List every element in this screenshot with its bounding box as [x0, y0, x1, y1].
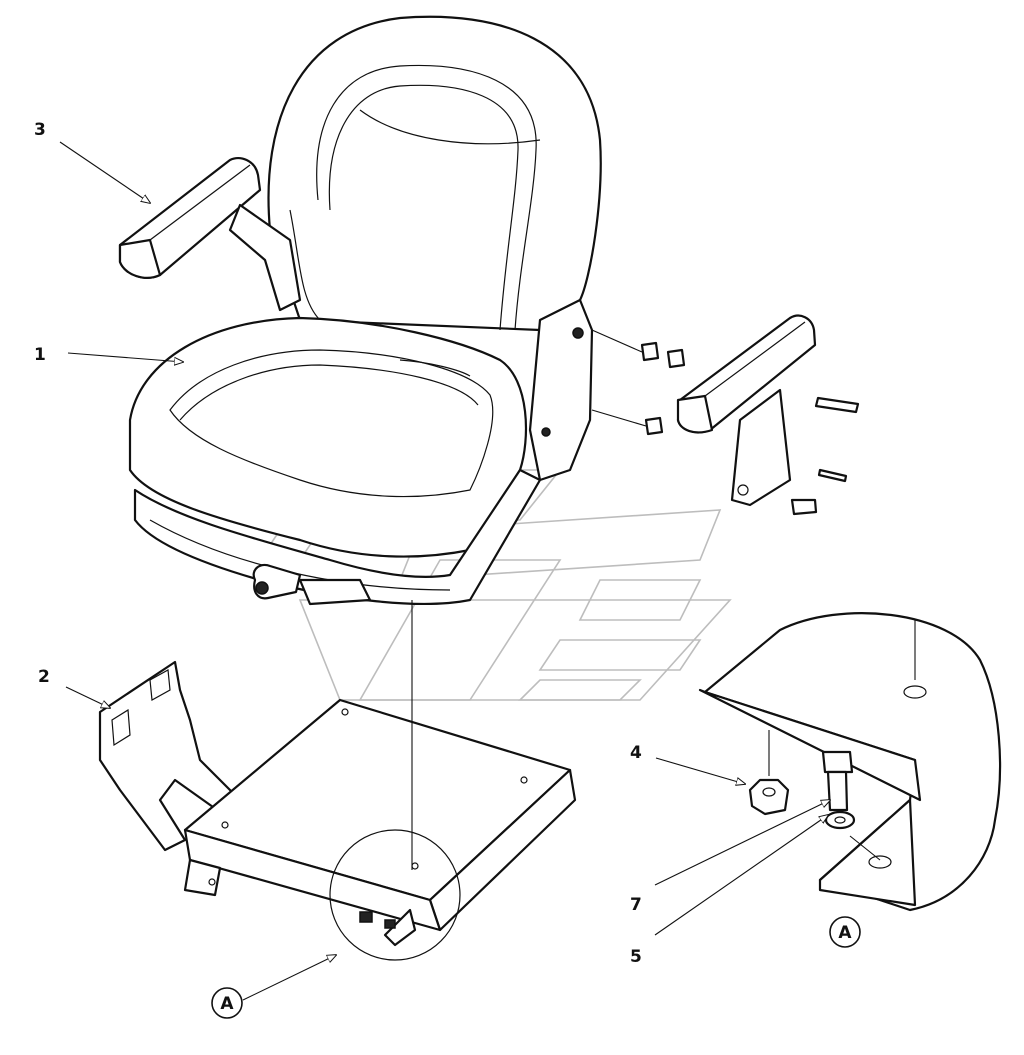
armrest-right	[676, 314, 817, 507]
detail-ref-detail-label: A	[838, 923, 852, 943]
detail-circle	[329, 600, 461, 961]
detail-ref-main-label: A	[220, 994, 234, 1014]
mounting-bracket	[98, 660, 242, 852]
callout-3: 3	[34, 120, 46, 140]
detail-ref-main: A	[211, 987, 243, 1019]
armrest-hardware	[591, 329, 860, 516]
callout-5: 5	[630, 947, 642, 967]
seat-assembly	[128, 15, 602, 606]
armrest-left	[118, 157, 302, 312]
seat-plate	[183, 698, 577, 932]
callout-2: 2	[38, 667, 50, 687]
callout-7: 7	[630, 895, 642, 915]
detail-ref-detail: A	[829, 916, 861, 948]
callout-1: 1	[34, 345, 46, 365]
callout-4: 4	[630, 743, 642, 763]
seat-backrest	[267, 15, 602, 332]
detail-a-bracket	[698, 612, 1002, 912]
seat-cushion	[128, 316, 528, 558]
leader-lines	[59, 141, 830, 1001]
